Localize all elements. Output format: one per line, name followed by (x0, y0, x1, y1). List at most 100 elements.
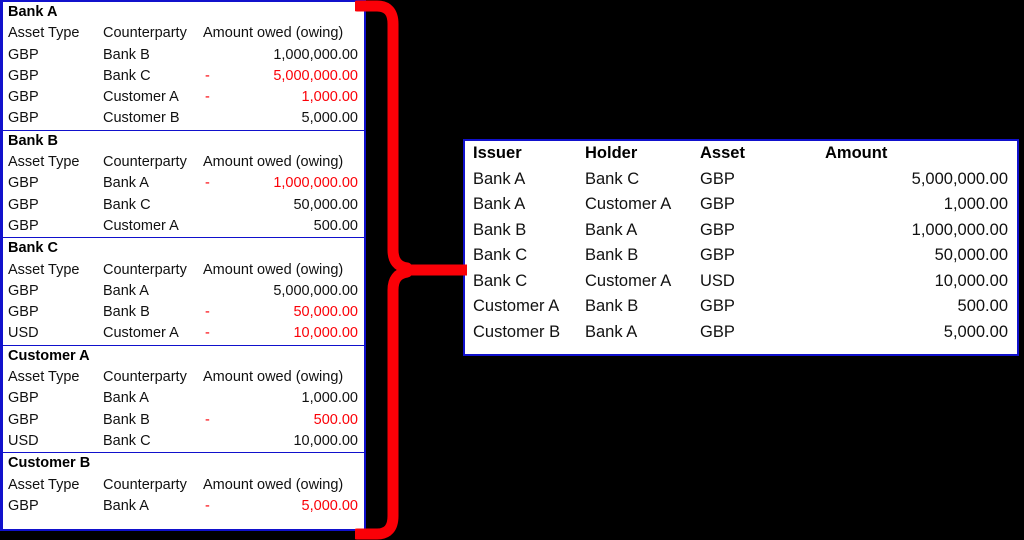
column-header-holder: Holder (585, 144, 638, 162)
column-header-counterparty: Counterparty (103, 369, 187, 386)
party-column-header-row: Asset Type Counterparty Amount owed (owing… (3, 475, 364, 496)
column-header-amount-owed: Amount owed (owing) (203, 154, 344, 171)
red-brace-arrow (355, 0, 467, 540)
column-header-asset-type: Asset Type (8, 25, 80, 42)
column-header-counterparty: Counterparty (103, 25, 187, 42)
cell-counterparty: Bank B (103, 46, 150, 63)
column-header-counterparty: Counterparty (103, 476, 187, 493)
cell-negative-sign: - (205, 411, 210, 428)
cell-counterparty: Customer A (103, 89, 179, 106)
cell-counterparty: Bank C (103, 196, 151, 213)
party-name: Customer A (8, 347, 90, 364)
column-header-amount-owed: Amount owed (owing) (203, 25, 344, 42)
party-name: Bank C (8, 240, 58, 257)
column-header-asset: Asset (700, 144, 745, 162)
cell-amount: 10,000.00 (293, 432, 358, 449)
column-header-counterparty: Counterparty (103, 154, 187, 171)
cell-asset: GBP (700, 322, 735, 341)
cell-holder: Bank A (585, 322, 638, 341)
party-title-row: Bank A (3, 2, 364, 23)
party-block: Bank A Asset Type Counterparty Amount owed … (3, 2, 364, 131)
cell-asset: GBP (700, 297, 735, 315)
cell-asset-type: GBP (8, 217, 39, 234)
cell-negative-sign: - (205, 325, 210, 342)
cell-asset-type: GBP (8, 67, 39, 84)
cell-negative-sign: - (205, 67, 210, 84)
cell-counterparty: Bank A (103, 175, 149, 192)
party-block: Customer B Asset Type Counterparty Amount o… (3, 453, 364, 517)
cell-amount: 500.00 (957, 297, 1008, 315)
cell-issuer: Bank C (473, 271, 528, 290)
cell-issuer: Bank A (473, 169, 526, 188)
cell-amount: 5,000.00 (301, 497, 358, 514)
cell-asset: USD (700, 271, 735, 290)
cell-holder: Customer A (585, 271, 672, 290)
cell-amount: 5,000,000.00 (273, 67, 358, 84)
party-column-header-row: Asset Type Counterparty Amount owed (owing… (3, 152, 364, 173)
cell-asset-type: GBP (8, 110, 39, 127)
cell-asset-type: USD (8, 325, 39, 342)
party-title-row: Bank C (3, 238, 364, 259)
column-header-asset-type: Asset Type (8, 154, 80, 171)
cell-amount: 1,000.00 (301, 89, 358, 106)
cell-counterparty: Bank B (103, 304, 150, 321)
cell-counterparty: Customer B (103, 110, 180, 127)
cell-asset-type: GBP (8, 497, 39, 514)
cell-negative-sign: - (205, 304, 210, 321)
cell-amount: 50,000.00 (293, 196, 358, 213)
cell-amount: 5,000.00 (943, 322, 1008, 341)
cell-asset: GBP (700, 195, 735, 213)
cell-counterparty: Bank A (103, 497, 149, 514)
cell-issuer: Bank B (473, 220, 527, 239)
cell-holder: Customer A (585, 195, 672, 213)
cell-counterparty: Customer A (103, 217, 179, 234)
cell-amount: 10,000.00 (293, 325, 358, 342)
table-row: GBP Customer A 500.00 (3, 216, 364, 237)
cell-amount: 50,000.00 (934, 246, 1008, 264)
cell-counterparty: Customer A (103, 325, 179, 342)
cell-counterparty: Bank A (103, 390, 149, 407)
cell-counterparty: Bank C (103, 67, 151, 84)
cell-asset-type: USD (8, 432, 39, 449)
cell-amount: 500.00 (313, 217, 358, 234)
column-header-asset-type: Asset Type (8, 476, 80, 493)
table-row: GBP Bank C 5,000,000.00 - (3, 66, 364, 87)
table-row: USD Customer A 10,000.00 - (3, 323, 364, 344)
cell-asset-type: GBP (8, 282, 39, 299)
cell-holder: Bank B (585, 246, 639, 264)
cell-asset: GBP (700, 246, 735, 264)
column-header-amount-owed: Amount owed (owing) (203, 476, 344, 493)
cell-asset-type: GBP (8, 175, 39, 192)
column-header-issuer: Issuer (473, 144, 522, 162)
table-row: Bank C Customer A USD 10,000.00 (465, 269, 1017, 295)
cell-asset-type: GBP (8, 390, 39, 407)
cell-asset-type: GBP (8, 46, 39, 63)
cell-asset-type: GBP (8, 304, 39, 321)
party-name: Customer B (8, 455, 91, 472)
column-header-amount-owed: Amount owed (owing) (203, 261, 344, 278)
cell-asset: GBP (700, 220, 735, 239)
cell-amount: 1,000.00 (301, 390, 358, 407)
cell-negative-sign: - (205, 497, 210, 514)
party-name: Bank B (8, 132, 58, 149)
table-row: GBP Bank A 5,000.00 - (3, 496, 364, 517)
cell-asset-type: GBP (8, 196, 39, 213)
cell-holder: Bank C (585, 169, 640, 188)
cell-asset-type: GBP (8, 89, 39, 106)
cell-amount: 10,000.00 (934, 271, 1008, 290)
